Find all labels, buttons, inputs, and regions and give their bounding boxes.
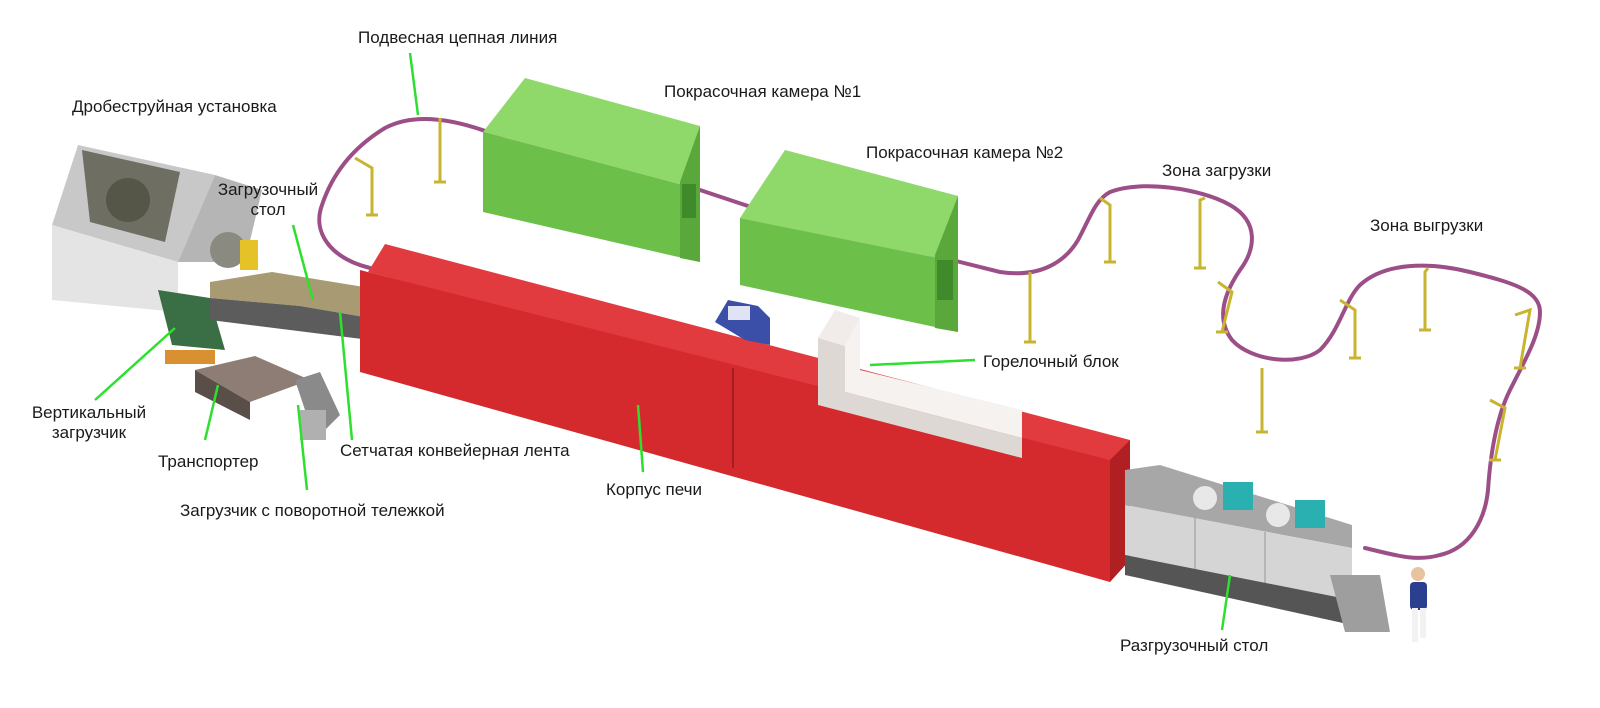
leader-mesh-belt bbox=[338, 311, 354, 441]
chain-line-track bbox=[317, 117, 1543, 560]
leader-unloading-table bbox=[1220, 574, 1232, 631]
worker-figure bbox=[1410, 567, 1427, 642]
loading-table bbox=[210, 272, 370, 340]
label-unloading-zone: Зона выгрузки bbox=[1370, 216, 1484, 235]
turntable-loader bbox=[295, 372, 340, 440]
transporter bbox=[195, 356, 310, 420]
label-paint-booth-2: Покрасочная камера №2 bbox=[866, 143, 1064, 162]
leader-chain-line bbox=[408, 52, 420, 116]
label-vertical-loader-line2: загрузчик bbox=[51, 423, 127, 442]
leader-oven-body bbox=[636, 404, 645, 473]
label-mesh-belt: Сетчатая конвейерная лента bbox=[340, 441, 570, 460]
label-paint-booth-1: Покрасочная камера №1 bbox=[664, 82, 862, 101]
vertical-loader bbox=[158, 290, 225, 364]
leader-vertical-loader bbox=[94, 327, 176, 401]
label-transporter: Транспортер bbox=[158, 452, 259, 471]
label-shot-blast: Дробеструйная установка bbox=[72, 97, 277, 116]
hanger bbox=[1339, 298, 1361, 360]
label-chain-line: Подвесная цепная линия bbox=[358, 28, 558, 47]
hanger bbox=[1099, 196, 1116, 264]
label-loading-table-line1: Загрузочный bbox=[217, 180, 319, 199]
hanger bbox=[1216, 280, 1234, 334]
label-loading-table: Загрузочный стол bbox=[210, 180, 326, 220]
blower-unit bbox=[715, 300, 770, 345]
label-loading-table-line2: стол bbox=[250, 200, 286, 219]
label-loading-zone: Зона загрузки bbox=[1162, 161, 1272, 180]
unloading-section bbox=[1125, 465, 1390, 632]
label-unloading-table: Разгрузочный стол bbox=[1120, 636, 1269, 655]
hanger bbox=[434, 118, 446, 184]
label-vertical-loader: Вертикальный загрузчик bbox=[24, 403, 154, 443]
leader-transporter bbox=[203, 384, 220, 441]
hanger bbox=[1024, 272, 1036, 344]
paint-booth-1-box bbox=[483, 78, 700, 262]
hanger bbox=[354, 156, 378, 217]
hanger bbox=[1419, 267, 1431, 332]
hanger bbox=[1514, 307, 1532, 370]
leader-loading-table bbox=[291, 224, 315, 301]
hanger bbox=[1256, 368, 1268, 434]
leader-lines bbox=[94, 52, 1232, 631]
label-oven-body: Корпус печи bbox=[606, 480, 702, 499]
leader-turntable-loader bbox=[296, 404, 309, 491]
hanger bbox=[1489, 398, 1507, 462]
paint-booth-2-box bbox=[740, 150, 958, 332]
label-turntable-loader: Загрузчик с поворотной тележкой bbox=[180, 501, 445, 520]
label-vertical-loader-line1: Вертикальный bbox=[31, 403, 147, 422]
burner-block-shape bbox=[818, 310, 1022, 458]
label-burner-block: Горелочный блок bbox=[983, 352, 1119, 371]
hanger bbox=[1194, 196, 1206, 270]
chain-hangers bbox=[354, 118, 1532, 462]
shot-blast-unit bbox=[52, 145, 262, 312]
leader-burner-block bbox=[869, 358, 976, 367]
